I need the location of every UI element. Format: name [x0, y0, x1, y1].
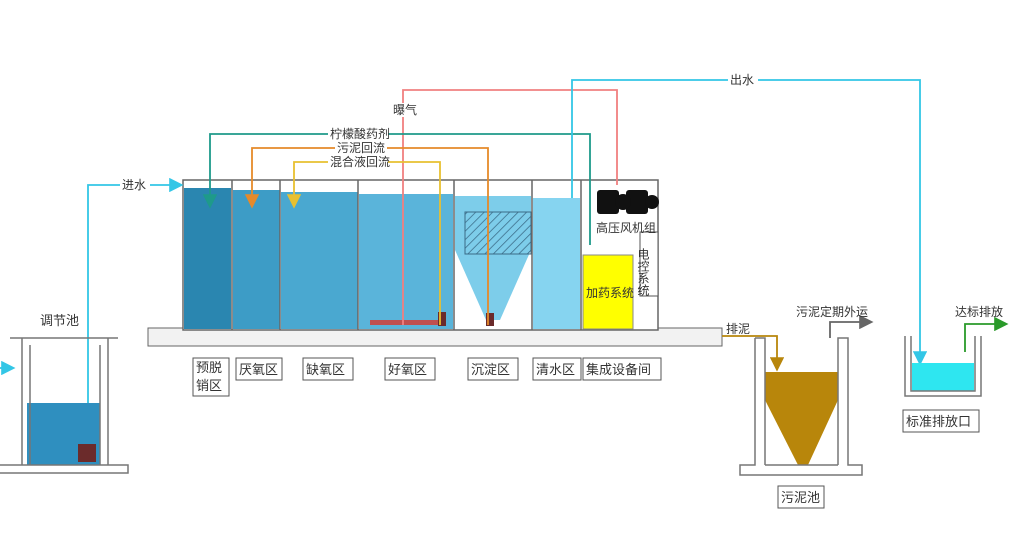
blower-icon — [597, 190, 659, 214]
aeration-label: 曝气 — [393, 102, 417, 117]
sludge-transport-label: 污泥定期外运 — [796, 304, 868, 319]
sludge-pump-icon — [486, 313, 494, 326]
svg-text:清水区: 清水区 — [536, 363, 575, 378]
compliant-discharge-label: 达标排放 — [955, 304, 1003, 319]
svg-text:预脱: 预脱 — [196, 361, 222, 376]
treatment-tanks: 加药系统 电控系统 高压风机组 — [182, 179, 659, 331]
inclined-plate-settler — [464, 211, 532, 255]
dosing-system — [582, 254, 634, 330]
inlet-line — [87, 177, 184, 450]
svg-text:集成设备间: 集成设备间 — [586, 362, 651, 378]
blowers-label: 高压风机组 — [596, 220, 656, 235]
outfall-tank: 标准排放口 — [902, 336, 982, 433]
pre-denitrification-water — [184, 188, 231, 329]
sludge-transport-line — [829, 314, 874, 338]
svg-text:缺氧区: 缺氧区 — [306, 363, 345, 378]
anaerobic-water — [233, 190, 280, 329]
chemical-label: 柠檬酸药剂 — [330, 126, 390, 141]
sludge-discharge-line — [722, 335, 785, 372]
svg-text:沉淀区: 沉淀区 — [471, 363, 510, 378]
sludge-return-label: 污泥回流 — [337, 141, 385, 155]
inlet-label: 进水 — [122, 178, 146, 192]
mixed-return-label: 混合液回流 — [330, 154, 390, 169]
svg-text:厌氧区: 厌氧区 — [239, 363, 278, 378]
sludge-tank: 污泥池 — [739, 337, 863, 509]
pump-icon — [78, 444, 96, 462]
dosing-system-label: 加药系统 — [586, 286, 634, 300]
regulating-tank-label: 调节池 — [40, 314, 79, 329]
anoxic-water — [281, 192, 358, 329]
aerator-icon — [370, 320, 440, 325]
sludge-discharge-label: 排泥 — [726, 322, 750, 336]
outfall-label: 标准排放口 — [906, 415, 971, 430]
control-system-label: 电控系统 — [636, 248, 650, 296]
chemical-line — [202, 133, 591, 245]
aeration-line — [402, 89, 618, 325]
pump-icon — [438, 312, 446, 326]
svg-text:好氧区: 好氧区 — [388, 363, 427, 378]
svg-text:销区: 销区 — [196, 379, 222, 394]
clear-water — [533, 198, 580, 329]
compliant-discharge-line — [964, 316, 1009, 352]
aerobic-water — [359, 194, 453, 329]
regulating-tank: 调节池 — [0, 314, 129, 474]
outlet-label: 出水 — [730, 73, 754, 87]
control-system-box — [639, 231, 659, 297]
sludge-tank-label: 污泥池 — [781, 491, 820, 506]
